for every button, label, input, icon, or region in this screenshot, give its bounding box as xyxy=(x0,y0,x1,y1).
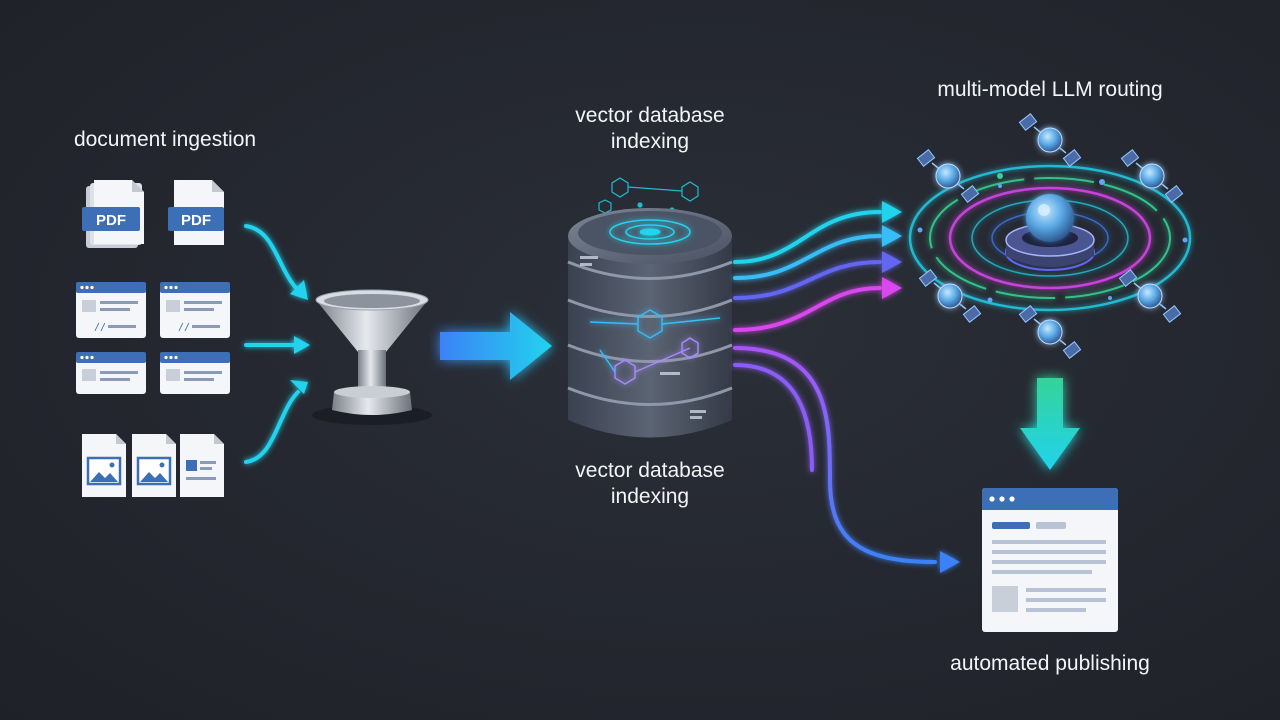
route-blue xyxy=(733,260,882,300)
arrow-top xyxy=(244,224,300,292)
web-page-icon: // xyxy=(76,282,146,338)
llm-satellite-icon xyxy=(1118,269,1182,323)
web-page-icon xyxy=(76,352,146,394)
routing-arrowheads xyxy=(882,201,960,573)
svg-text://: // xyxy=(178,322,190,333)
image-file-icon xyxy=(82,434,126,497)
pdf-badge-text: PDF xyxy=(181,212,211,229)
indexing-label-bottom-line1: vector database xyxy=(575,459,725,482)
routing-arrows xyxy=(733,210,937,564)
publish-window-icon xyxy=(982,488,1118,632)
llm-satellite-icon xyxy=(1120,149,1184,203)
route-cyan xyxy=(733,210,882,264)
svg-text://: // xyxy=(94,322,106,333)
arrow-bottom xyxy=(244,390,300,464)
ingestion-arrowheads xyxy=(290,280,310,394)
llm-satellite-icon xyxy=(1018,113,1082,167)
big-arrow-down xyxy=(1020,378,1080,470)
pdf-badge-text: PDF xyxy=(96,212,126,229)
llm-satellite-icon xyxy=(1018,305,1082,359)
pdf-file-icon: PDF xyxy=(168,180,224,245)
funnel-icon xyxy=(312,289,432,425)
publishing-label: automated publishing xyxy=(950,652,1150,675)
indexing-label-top: vector database indexing xyxy=(540,103,760,155)
indexing-label-top-line2: indexing xyxy=(610,130,690,153)
indexing-label-bottom: vector database indexing xyxy=(540,458,760,510)
route-publish xyxy=(733,346,937,564)
hologram-nodes xyxy=(598,177,699,214)
database-icon xyxy=(567,208,733,438)
indexing-label-top-line1: vector database xyxy=(575,104,725,127)
route-publish-2 xyxy=(733,363,814,472)
pdf-file-icon: PDF xyxy=(82,180,144,248)
ingestion-label: document ingestion xyxy=(73,128,257,151)
web-page-icon: // xyxy=(160,282,230,338)
route-magenta xyxy=(733,286,882,332)
image-file-icon xyxy=(132,434,176,497)
llm-satellite-icon xyxy=(918,269,982,323)
web-page-icon xyxy=(160,352,230,394)
llm-satellite-icon xyxy=(916,149,980,203)
routing-label: multi-model LLM routing xyxy=(937,78,1163,101)
indexing-label-bottom-line2: indexing xyxy=(610,485,690,508)
llm-routing-hub xyxy=(908,164,1192,312)
text-file-icon xyxy=(180,434,224,497)
route-cyan-2 xyxy=(733,234,882,280)
ingestion-arrows xyxy=(244,224,300,464)
big-arrow-right xyxy=(440,312,552,380)
llm-satellites xyxy=(916,113,1184,359)
